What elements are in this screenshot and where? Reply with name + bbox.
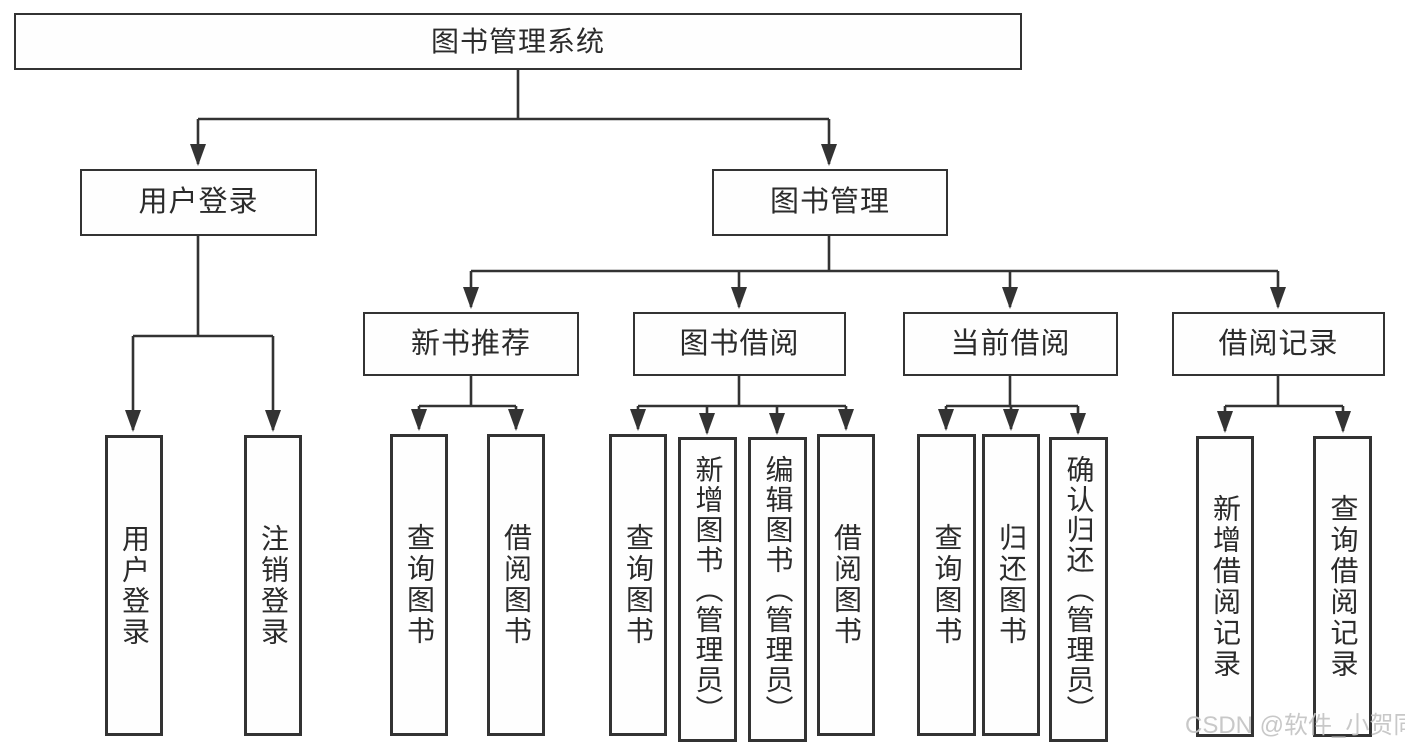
leaf-user-login-label: 用户登录 [119, 523, 150, 648]
node-current-borrowing-label: 当前借阅 [950, 327, 1071, 360]
leaf-query-borrow-record-label: 查询借阅记录 [1327, 493, 1359, 680]
connector-lines [133, 70, 1343, 408]
leaf-add-books-admin: 新增图书（管理员） [678, 437, 737, 742]
node-new-book-recommend: 新书推荐 [363, 312, 579, 376]
node-book-management: 图书管理 [712, 169, 948, 236]
node-user-login-label: 用户登录 [138, 186, 259, 218]
leaf-return-books: 归还图书 [982, 434, 1040, 736]
leaf-edit-books-admin-label: 编辑图书（管理员） [762, 454, 794, 725]
leaf-confirm-return-admin-label: 确认归还（管理员） [1063, 454, 1095, 725]
leaf-query-borrow-record: 查询借阅记录 [1313, 436, 1372, 737]
leaf-add-books-admin-label: 新增图书（管理员） [692, 454, 724, 725]
node-borrowing-records-label: 借阅记录 [1218, 327, 1339, 360]
node-book-management-label: 图书管理 [769, 186, 890, 218]
node-user-login: 用户登录 [80, 169, 317, 236]
watermark-csdn: CSDN @软件_小贺同学 [1185, 712, 1405, 739]
leaf-query-books-3-label: 查询图书 [931, 523, 963, 647]
leaf-return-books-label: 归还图书 [996, 523, 1027, 647]
leaf-logout-login-label: 注销登录 [258, 523, 289, 648]
node-book-borrowing: 图书借阅 [633, 312, 846, 376]
leaf-borrow-books-1-label: 借阅图书 [501, 523, 532, 647]
leaf-query-books-2: 查询图书 [609, 434, 667, 736]
leaf-edit-books-admin: 编辑图书（管理员） [748, 437, 807, 742]
node-current-borrowing: 当前借阅 [903, 312, 1118, 376]
leaf-logout-login: 注销登录 [244, 435, 302, 736]
leaf-query-books-1-label: 查询图书 [404, 523, 435, 647]
node-library-system-label: 图书管理系统 [430, 25, 605, 57]
leaf-add-borrow-record: 新增借阅记录 [1196, 436, 1254, 737]
leaf-add-borrow-record-label: 新增借阅记录 [1210, 493, 1241, 680]
leaf-query-books-1: 查询图书 [390, 434, 448, 736]
node-new-book-recommend-label: 新书推荐 [410, 327, 531, 360]
node-library-system: 图书管理系统 [14, 13, 1022, 70]
leaf-borrow-books-1: 借阅图书 [487, 434, 545, 736]
leaf-query-books-2-label: 查询图书 [623, 523, 654, 647]
leaf-confirm-return-admin: 确认归还（管理员） [1049, 437, 1108, 742]
node-book-borrowing-label: 图书借阅 [679, 327, 800, 360]
leaf-query-books-3: 查询图书 [917, 434, 976, 736]
leaf-user-login: 用户登录 [105, 435, 163, 736]
leaf-borrow-books-2-label: 借阅图书 [831, 523, 862, 647]
leaf-borrow-books-2: 借阅图书 [817, 434, 875, 736]
node-borrowing-records: 借阅记录 [1172, 312, 1385, 376]
